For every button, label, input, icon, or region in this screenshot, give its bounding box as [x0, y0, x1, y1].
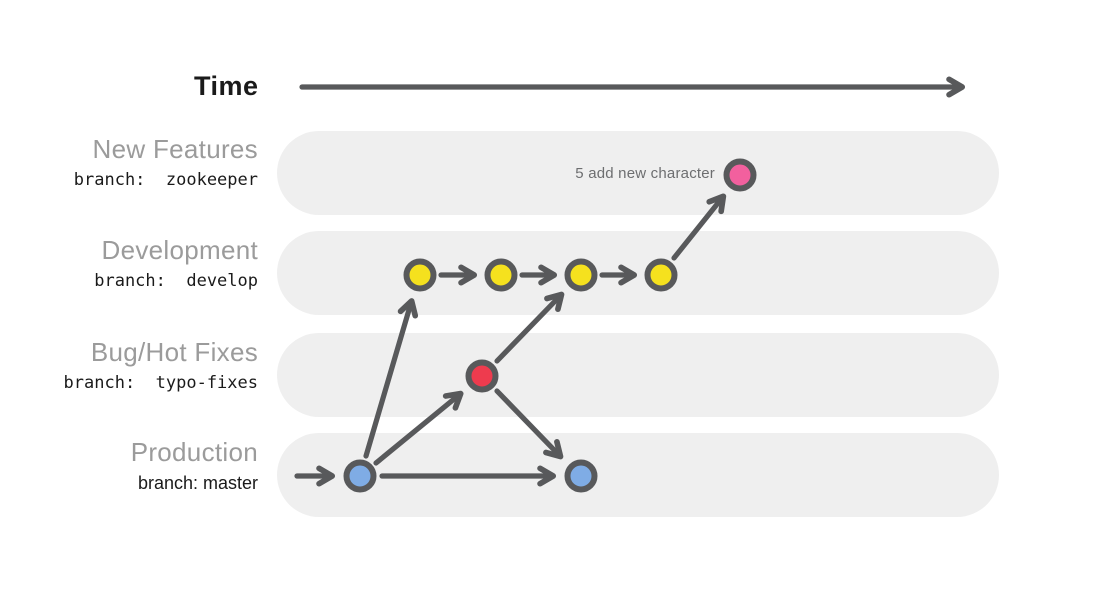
edge-develop4-to-feature1 — [671, 193, 727, 261]
lane-title: New Features — [92, 134, 258, 164]
lane-title: Development — [101, 235, 258, 265]
edge-hotfix1-to-develop3 — [494, 291, 565, 364]
branch-name-label: branch: zookeeper — [73, 170, 258, 190]
commit-node-hotfix-1 — [465, 359, 499, 393]
branch-name-label: branch: master — [137, 473, 258, 493]
lane-label-bug-hot-fixes: Bug/Hot Fixes branch: typo-fixes — [20, 337, 258, 395]
edge-master1-to-develop1 — [363, 298, 419, 459]
time-axis-label: Time — [194, 71, 259, 101]
edge-hotfix1-to-master2 — [494, 388, 564, 460]
lane-title: Bug/Hot Fixes — [90, 337, 258, 367]
lane-label-new-features: New Features branch: zookeeper — [20, 134, 258, 192]
commit-message-label: 5 add new character — [575, 165, 715, 182]
lane-development — [277, 231, 999, 315]
commit-node-feature-1 — [723, 158, 757, 192]
branch-name-label: branch: develop — [94, 271, 258, 291]
commit-node-master-2 — [564, 459, 598, 493]
commit-node-develop-1 — [403, 258, 437, 292]
commit-node-develop-3 — [564, 258, 598, 292]
lane-label-production: Production branch: master — [20, 437, 258, 495]
commit-node-develop-4 — [644, 258, 678, 292]
lane-label-development: Development branch: develop — [20, 235, 258, 293]
commit-node-develop-2 — [484, 258, 518, 292]
branch-name-label: branch: typo-fixes — [63, 373, 258, 393]
edge-master1-to-hotfix1 — [373, 390, 464, 466]
commit-node-master-1 — [343, 459, 377, 493]
lane-new-features — [277, 131, 999, 215]
lane-title: Production — [130, 437, 258, 467]
